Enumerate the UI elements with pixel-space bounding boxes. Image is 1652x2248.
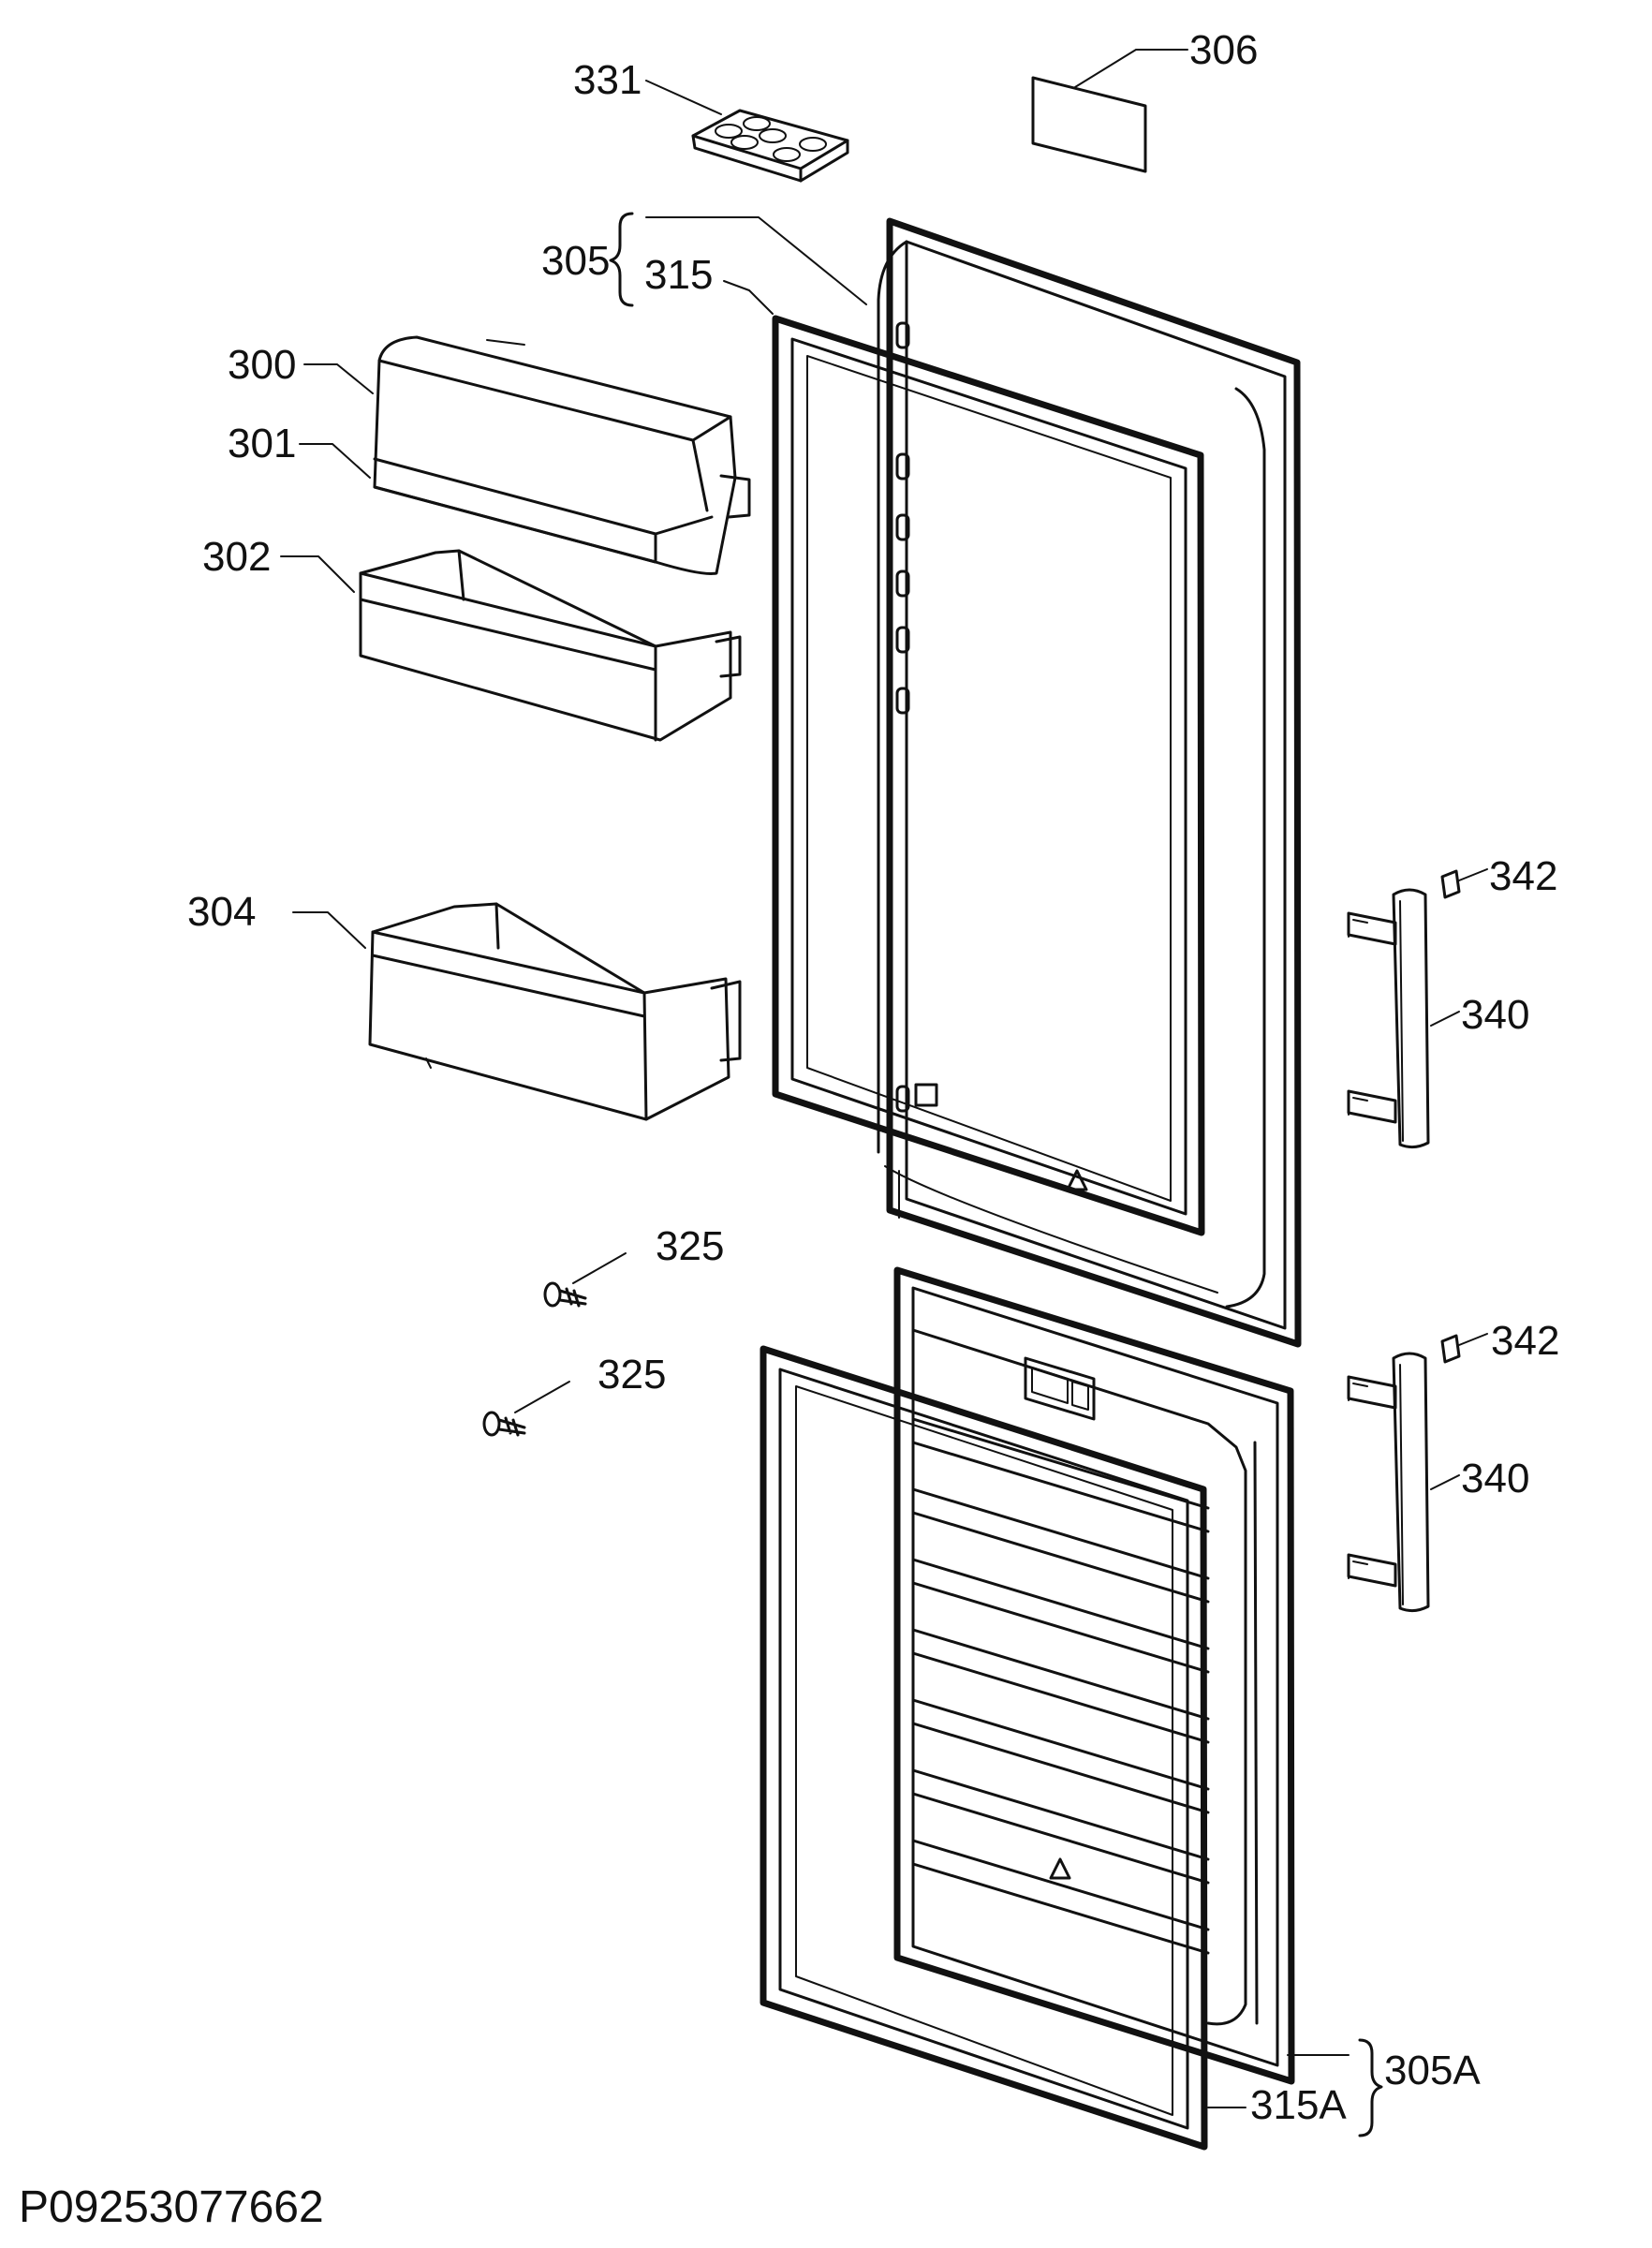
leader-340-lower [1430,1474,1460,1490]
part-340-upper-handle [1347,888,1430,1149]
part-331-egg-tray [691,109,849,183]
leader-306 [1074,49,1188,88]
leader-304 [292,911,366,949]
label-300: 300 [228,342,296,388]
part-300-301-dairy-bin [373,335,751,575]
label-315A: 315A [1250,2082,1347,2128]
label-301: 301 [228,421,296,466]
part-342-upper-cap [1440,869,1461,899]
bracket-305A [1358,2038,1383,2137]
bracket-305 [609,212,634,307]
label-305: 305 [541,238,610,284]
label-306: 306 [1189,27,1258,73]
label-302: 302 [202,534,271,580]
label-342-upper: 342 [1489,853,1557,899]
label-342-lower: 342 [1491,1318,1559,1364]
leader-331 [645,80,722,115]
label-325-upper: 325 [656,1223,724,1269]
part-305-upper-door [877,217,1302,1348]
part-315-upper-gasket [772,315,1205,1236]
part-315A-lower-gasket [760,1345,1208,2151]
leader-340-upper [1430,1011,1460,1027]
leader-325-lower [514,1381,570,1413]
leader-301 [299,443,371,479]
leader-305 [645,216,867,305]
leader-300 [303,363,374,394]
part-302-door-shelf [359,549,742,742]
label-315: 315 [644,252,713,298]
label-340-upper: 340 [1461,992,1529,1038]
part-325-screw-lower [482,1411,526,1437]
part-342-lower-cap [1440,1334,1461,1364]
part-325-screw-upper [543,1281,587,1308]
part-306-label [1031,76,1147,173]
leader-302 [280,555,355,593]
label-305A: 305A [1384,2048,1481,2093]
label-340-lower: 340 [1461,1456,1529,1501]
leader-325-upper [572,1252,627,1284]
part-304-bottle-shelf [368,902,742,1121]
part-305A-lower-door [893,1266,1295,2085]
leader-342-lower [1458,1333,1488,1346]
label-331: 331 [573,57,642,103]
leader-315 [723,280,774,315]
part-340-lower-handle [1347,1352,1430,1613]
leader-342-upper [1458,868,1488,881]
drawing-number: P09253077662 [19,2182,324,2232]
label-304: 304 [187,889,256,935]
label-325-lower: 325 [597,1352,666,1398]
